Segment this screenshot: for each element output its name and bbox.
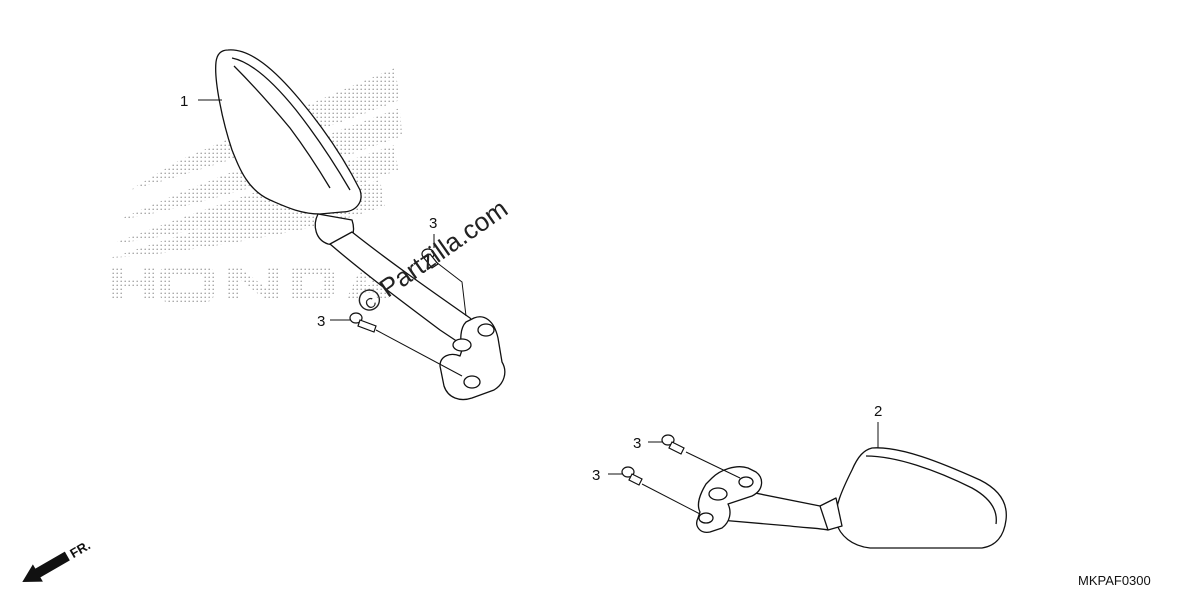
left-mirror-housing bbox=[215, 49, 362, 215]
copyright-icon bbox=[358, 289, 381, 311]
copyright-glyph: C bbox=[362, 294, 379, 313]
left-leader-lines bbox=[198, 99, 467, 377]
front-label: FR. bbox=[67, 537, 93, 560]
right-mirror-housing bbox=[835, 447, 1007, 549]
watermark-site-text: Partzilla.com bbox=[374, 193, 513, 303]
left-stem-boss bbox=[452, 338, 472, 352]
right-upper-bolt bbox=[661, 434, 685, 455]
right-leader-lines bbox=[608, 422, 879, 515]
left-bracket-lower-hole bbox=[463, 375, 481, 389]
right-stem-boss bbox=[708, 487, 728, 501]
callout-right-lower-bolt: 3 bbox=[592, 467, 600, 484]
left-bracket-upper-hole bbox=[477, 323, 495, 337]
callout-left-lower-bolt: 3 bbox=[317, 313, 325, 330]
right-mirror-inner-line bbox=[865, 455, 997, 525]
left-mirror-bracket bbox=[439, 316, 506, 401]
front-direction-indicator: FR. bbox=[22, 537, 93, 582]
right-bracket-upper-hole bbox=[738, 476, 754, 488]
right-mirror bbox=[696, 447, 1007, 549]
honda-wordmark bbox=[110, 266, 390, 302]
left-mirror-glass-edge bbox=[231, 57, 351, 191]
diagram-code: MKPAF0300 bbox=[1078, 573, 1151, 588]
callout-right-upper-bolt: 3 bbox=[633, 435, 641, 452]
left-lower-bolt bbox=[349, 312, 377, 333]
right-lower-bolt bbox=[621, 466, 643, 486]
callout-right-mirror: 2 bbox=[874, 403, 882, 420]
left-mirror bbox=[215, 49, 506, 401]
right-bracket-lower-hole bbox=[698, 512, 714, 524]
front-arrow-icon bbox=[22, 551, 70, 582]
callout-left-mirror: 1 bbox=[180, 93, 188, 110]
callout-left-upper-bolt: 3 bbox=[429, 215, 437, 232]
left-mirror-inner-line bbox=[233, 65, 331, 189]
